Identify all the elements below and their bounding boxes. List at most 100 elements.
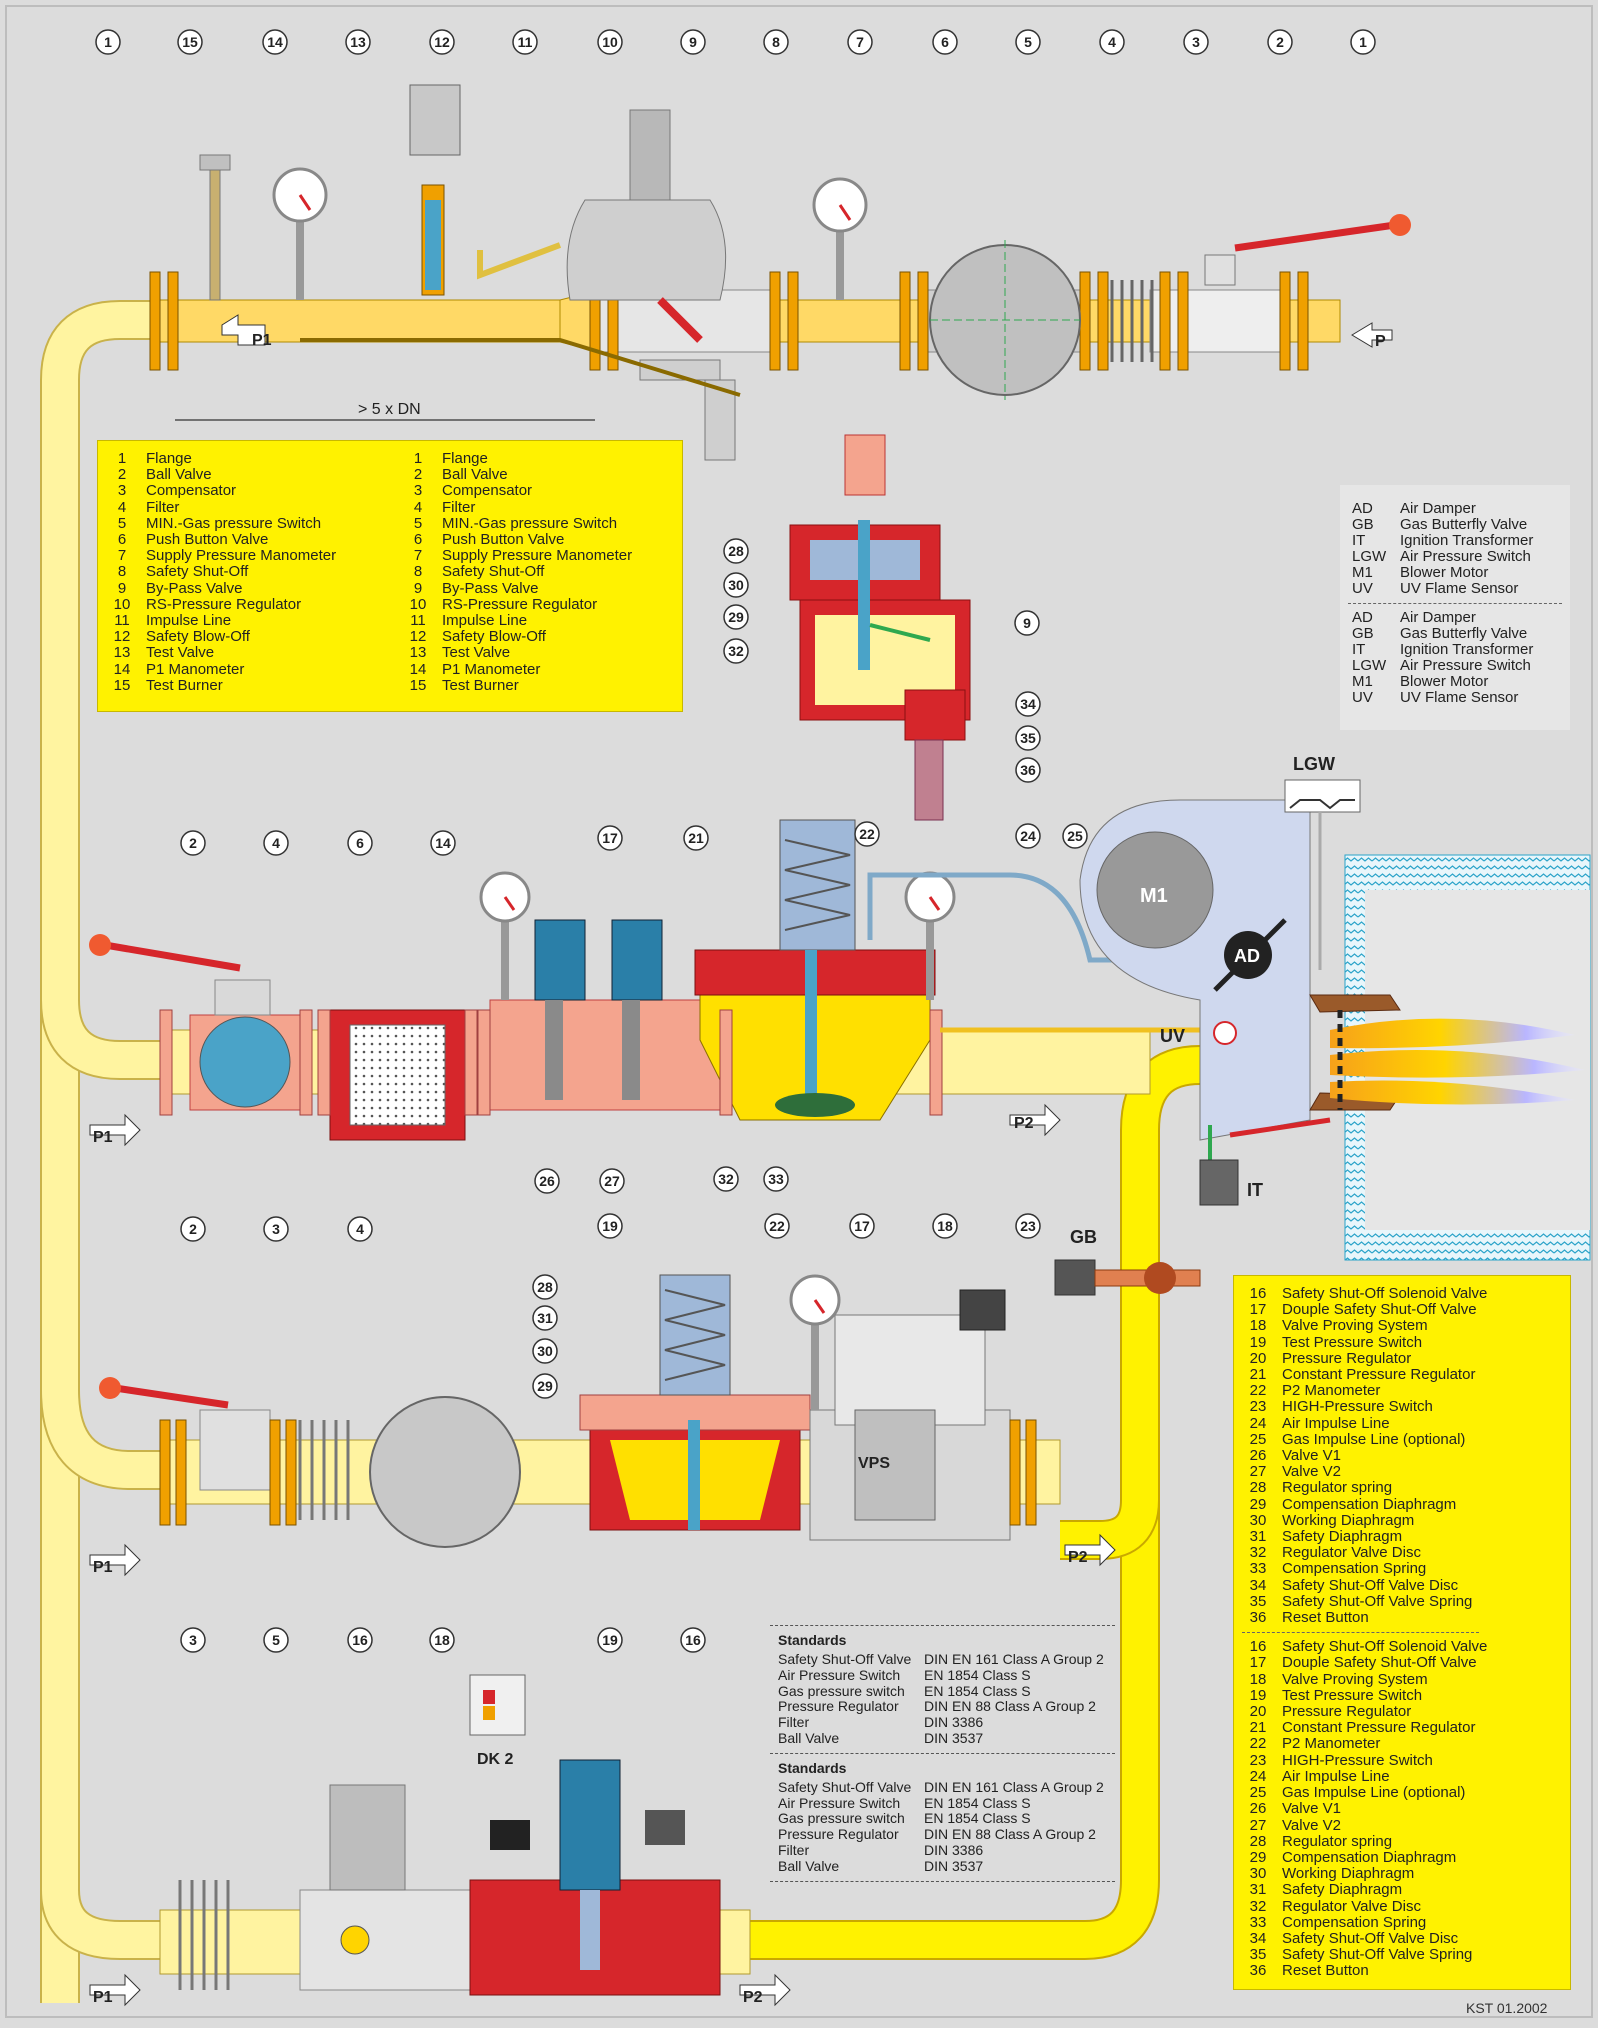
callout-number: 18 bbox=[434, 1632, 450, 1648]
callout-number: 19 bbox=[602, 1218, 618, 1234]
callout-number: 5 bbox=[272, 1632, 280, 1648]
callout-number: 25 bbox=[1067, 828, 1083, 844]
regulator-cutaway-inset bbox=[789, 434, 971, 821]
callout-number: 14 bbox=[435, 835, 451, 851]
callout-circle bbox=[1014, 610, 1040, 636]
burner-assembly bbox=[1054, 779, 1591, 1296]
callout-circle bbox=[347, 1216, 373, 1242]
ball-valve-icon[interactable] bbox=[1389, 214, 1411, 236]
ad-label: AD bbox=[1234, 946, 1260, 966]
legend-number: 2 bbox=[413, 466, 423, 484]
manometer-icon bbox=[904, 871, 956, 1000]
legend-number: 35 bbox=[1249, 1946, 1267, 1964]
callout-number: 30 bbox=[728, 577, 744, 593]
legend-text: Air Impulse Line bbox=[1282, 1767, 1390, 1785]
legend-text: Douple Safety Shut-Off Valve bbox=[1282, 1301, 1477, 1319]
legend-number: 33 bbox=[1249, 1913, 1267, 1931]
callout-number: 28 bbox=[537, 1279, 553, 1295]
legend-text: Valve V2 bbox=[1282, 1463, 1341, 1481]
legend-number: 5 bbox=[413, 514, 423, 532]
callout-number: 2 bbox=[189, 1221, 197, 1237]
callout-circle bbox=[597, 1213, 623, 1239]
row3-gas-train bbox=[89, 1274, 1116, 1577]
legend-number: 6 bbox=[117, 531, 127, 549]
main-gas-pipe bbox=[40, 300, 1240, 2003]
callout-number: 8 bbox=[772, 34, 780, 50]
standard-component: Air Pressure Switch bbox=[778, 1794, 901, 1811]
callout-circle bbox=[1062, 823, 1088, 849]
abbreviation-meaning: Air Pressure Switch bbox=[1400, 657, 1531, 674]
legend-text: Safety Shut-Off Valve Spring bbox=[1282, 1592, 1473, 1610]
legend-text: Regulator spring bbox=[1282, 1832, 1393, 1850]
callout-circle bbox=[847, 29, 873, 55]
callout-number: 21 bbox=[688, 830, 704, 846]
abbreviation-code: M1 bbox=[1352, 564, 1373, 581]
legend-number: 9 bbox=[413, 579, 423, 597]
callout-circle bbox=[597, 1627, 623, 1653]
ball-valve-icon[interactable] bbox=[99, 1377, 121, 1399]
p2-label-row2: P2 bbox=[1014, 1115, 1034, 1132]
legend-number: 20 bbox=[1249, 1349, 1267, 1367]
standards-divider bbox=[770, 1625, 1115, 1626]
callout-circle bbox=[180, 1627, 206, 1653]
callout-number: 9 bbox=[689, 34, 697, 50]
callout-number: 34 bbox=[1020, 696, 1036, 712]
legend-number: 34 bbox=[1249, 1929, 1267, 1947]
callout-number: 10 bbox=[602, 34, 618, 50]
callout-circle bbox=[683, 825, 709, 851]
legend-text: HIGH-Pressure Switch bbox=[1282, 1751, 1433, 1769]
legend-text: Reset Button bbox=[1282, 1609, 1369, 1627]
callout-circle bbox=[932, 1213, 958, 1239]
callout-circle bbox=[429, 29, 455, 55]
legend-number: 32 bbox=[1249, 1544, 1267, 1562]
legend-text: Gas Impulse Line (optional) bbox=[1282, 1784, 1466, 1802]
callout-circle bbox=[430, 830, 456, 856]
callout-number: 35 bbox=[1020, 730, 1036, 746]
legend-text: MIN.-Gas pressure Switch bbox=[442, 514, 618, 532]
legend-text: Pressure Regulator bbox=[1282, 1703, 1412, 1721]
legend-number: 9 bbox=[117, 579, 127, 597]
row2-gas-train bbox=[89, 819, 1210, 1147]
flame-icon bbox=[1330, 1018, 1585, 1105]
legend-number: 36 bbox=[1249, 1962, 1267, 1980]
callout-number: 9 bbox=[1023, 615, 1031, 631]
callout-number: 29 bbox=[537, 1378, 553, 1394]
abbreviation-meaning: Ignition Transformer bbox=[1400, 641, 1534, 658]
callout-circle bbox=[429, 1627, 455, 1653]
legend-number: 26 bbox=[1249, 1800, 1267, 1818]
legend-text: P1 Manometer bbox=[442, 660, 541, 678]
standard-component: Air Pressure Switch bbox=[778, 1666, 901, 1683]
abbreviation-code: IT bbox=[1352, 532, 1366, 549]
p1-label-row2: P1 bbox=[93, 1129, 113, 1146]
vps-label: VPS bbox=[858, 1455, 890, 1472]
abbreviation-code: GB bbox=[1352, 625, 1374, 642]
legend-number: 8 bbox=[117, 563, 127, 581]
callout-number: 3 bbox=[189, 1632, 197, 1648]
legend-text: Test Valve bbox=[146, 644, 215, 662]
legend-text: Safety Shut-Off Solenoid Valve bbox=[1282, 1285, 1488, 1302]
legend-text: Test Pressure Switch bbox=[1282, 1333, 1423, 1351]
ball-valve-icon[interactable] bbox=[89, 934, 111, 956]
